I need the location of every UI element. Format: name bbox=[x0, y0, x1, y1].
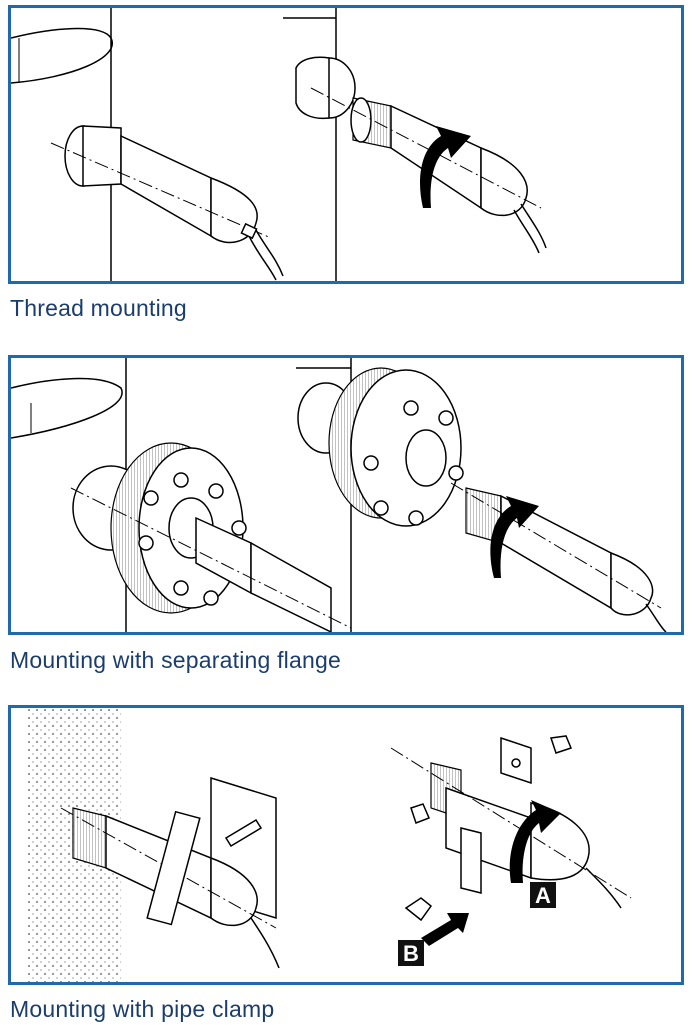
figure-pipe-clamp-mounting: A B bbox=[8, 705, 684, 985]
pipe-clamp-illustration: A B bbox=[26, 708, 632, 982]
rotate-arrow-icon bbox=[490, 496, 539, 578]
caption-flange-mounting: Mounting with separating flange bbox=[10, 647, 341, 673]
caption-pipe-clamp-mounting: Mounting with pipe clamp bbox=[10, 996, 275, 1022]
figure-thread-mounting bbox=[8, 5, 684, 284]
flange-mounting-illustration bbox=[11, 358, 667, 632]
figure-flange-mounting bbox=[8, 355, 684, 635]
sensor-mounted bbox=[50, 125, 284, 281]
sensor-loose bbox=[450, 482, 667, 632]
thread-socket bbox=[295, 56, 356, 120]
callout-b: B bbox=[398, 940, 424, 966]
push-arrow-icon bbox=[421, 913, 469, 946]
caption-thread-mounting: Thread mounting bbox=[10, 295, 187, 321]
clamp-mounted bbox=[60, 776, 280, 969]
rotate-arrow-icon bbox=[420, 126, 471, 208]
callout-a: A bbox=[530, 882, 556, 908]
flange-mounted bbox=[70, 442, 352, 632]
flange-loose bbox=[297, 367, 464, 527]
svg-text:A: A bbox=[535, 883, 551, 908]
rotate-arrow-icon bbox=[509, 800, 561, 883]
svg-text:B: B bbox=[403, 941, 419, 966]
thread-mounting-illustration bbox=[11, 8, 547, 281]
clamp-exploded bbox=[390, 735, 632, 922]
tank-opening bbox=[11, 27, 114, 84]
tank-opening bbox=[11, 377, 123, 439]
